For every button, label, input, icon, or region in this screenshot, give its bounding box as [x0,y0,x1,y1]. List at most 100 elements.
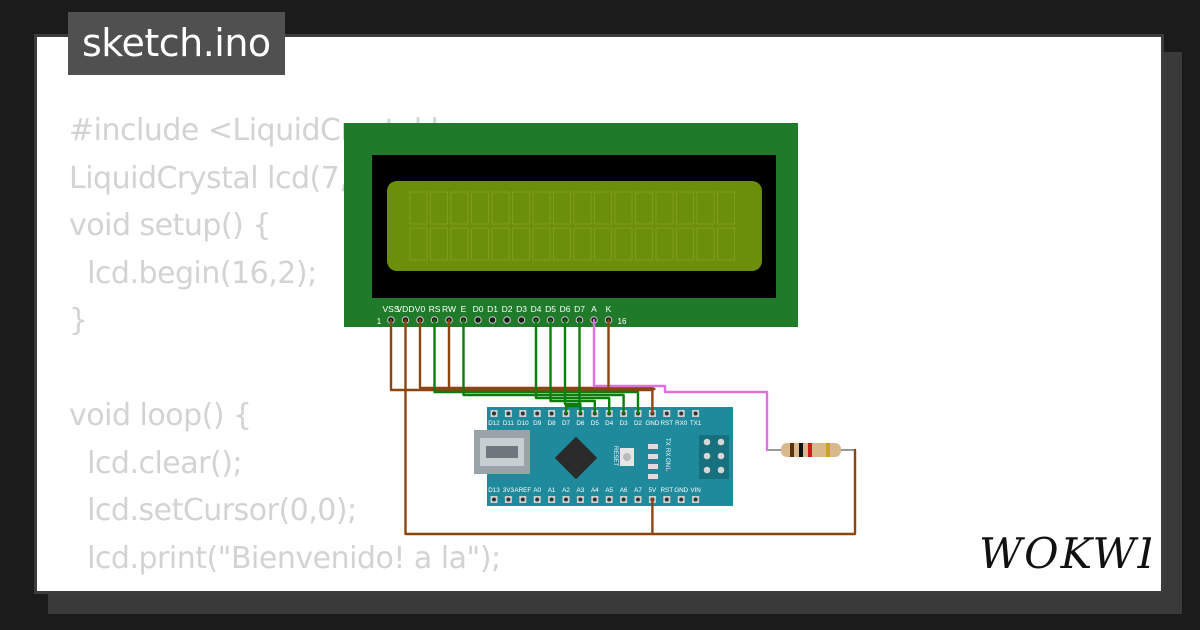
lcd-pin-label: D5 [545,304,556,314]
nano-bottom-pin-label: A0 [533,487,541,494]
nano-side-label: ON [664,458,670,467]
lcd-pin-label: A [591,304,597,314]
lcd-pin-label: D6 [560,304,571,314]
lcd-cell [573,191,592,225]
nano-top-pin-label: D9 [533,420,542,427]
nano-top-pin-hole [679,411,684,416]
nano-bottom-pin-hole [621,497,626,502]
lcd-pin[interactable] [503,316,511,324]
lcd-cell [409,191,428,225]
lcd-cell [655,191,674,225]
lcd-pin-label: D1 [487,304,498,314]
lcd-pin[interactable] [488,316,497,324]
code-line: void loop() { [69,398,252,433]
nano-bottom-pin-label: 5V [649,487,658,494]
nano-side-label: L [664,468,670,472]
lcd-pin-label: D0 [473,304,484,314]
nano-bottom-pin-hole [564,497,568,502]
nano-top-pin-label: RX0 [675,420,688,427]
lcd-cell [450,191,469,225]
nano-top-pin-label: D10 [517,420,529,427]
wire[interactable] [447,318,656,391]
nano-top-pin-hole [535,411,540,416]
lcd-pin-first-label: 1 [377,317,382,326]
lcd-cell [696,191,715,225]
nano-bottom-pin-label: RST [660,487,673,494]
wire[interactable] [549,318,596,415]
lcd-pin[interactable] [517,316,526,324]
resistor[interactable] [767,443,855,457]
nano-top-pin-hole [506,411,511,416]
lcd-cell [717,227,735,261]
lcd-character-cells [409,191,735,261]
lcd-cell [553,227,571,261]
lcd-pin-label: D3 [516,304,527,314]
nano-top-pin-label: D11 [503,420,515,427]
wire[interactable] [592,318,769,452]
code-line: lcd.begin(16,2); [69,255,317,291]
nano-bottom-pin-label: VIN [690,487,701,494]
lcd-cell [409,227,428,261]
wire[interactable] [534,318,611,415]
lcd-cell [614,191,633,225]
nano-top-pin-label: D4 [605,420,614,427]
lcd-cell [717,191,735,225]
wire[interactable] [651,448,857,536]
file-tab[interactable]: sketch.ino [68,12,285,75]
lcd-pin-label: D4 [531,304,542,314]
lcd-pin-label: K [606,304,612,314]
code-line: lcd.setCursor(0,0); [69,493,357,528]
lcd-pin-label: VSS [382,304,399,314]
lcd-pin[interactable] [474,316,482,324]
icsp-pins [703,438,725,474]
nano-top-pin-hole [549,411,554,416]
nano-bottom-pin-hole [578,497,583,502]
code-line: lcd.clear(); [69,445,242,481]
icsp-pin [717,466,725,474]
reset-button-cap [623,453,631,461]
nano-bottom-pin-hole [607,497,612,502]
nano-bottom-pin-hole [492,497,496,502]
code-line: lcd.setCursor(0,1); [69,582,599,591]
status-leds [648,444,658,479]
usb-port-inner [486,446,518,458]
lcd-cell [676,227,694,261]
lcd-pin-label: V0 [415,304,426,314]
code-line: void setup() { [69,208,271,243]
nano-top-pin-label: D7 [562,420,571,427]
lcd-cell [430,227,448,261]
wires[interactable] [389,318,857,536]
nano-top-pin-label: D2 [634,420,643,427]
lcd-cell [450,227,469,261]
wire[interactable] [389,318,654,415]
nano-bottom-pin-label: A1 [548,487,556,494]
wire[interactable] [462,318,625,415]
nano-top-pin-hole [664,411,669,416]
code-line: lcd.print("Bienvenido! a la"); [69,540,501,576]
nano-bottom-pin-label: A2 [562,487,570,494]
icsp-header [699,435,729,479]
lcd-cell [471,191,489,225]
nano-bottom-pin-label: A3 [577,487,585,494]
lcd-pin-label: RS [429,304,441,314]
nano-bottom-pin-hole [592,497,597,502]
icsp-pin [717,438,725,446]
lcd-pin-label: D2 [502,304,513,314]
lcd-cell [614,227,633,261]
wire[interactable] [404,318,654,536]
nano-bottom-pin-hole [664,497,669,502]
lcd-cell [635,191,653,225]
lcd-cell [594,191,612,225]
nano-top-pin-label: D12 [488,420,500,427]
lcd-pin-label: RW [442,304,456,314]
lcd-cell [430,191,448,225]
wire[interactable] [563,318,582,415]
nano-bottom-pin-label: AREF [514,487,531,494]
nano-bottom-pin-hole [535,497,540,502]
nano-bottom-pin-label: A5 [605,487,613,494]
wire[interactable] [564,318,581,415]
lcd-screen [387,181,762,271]
